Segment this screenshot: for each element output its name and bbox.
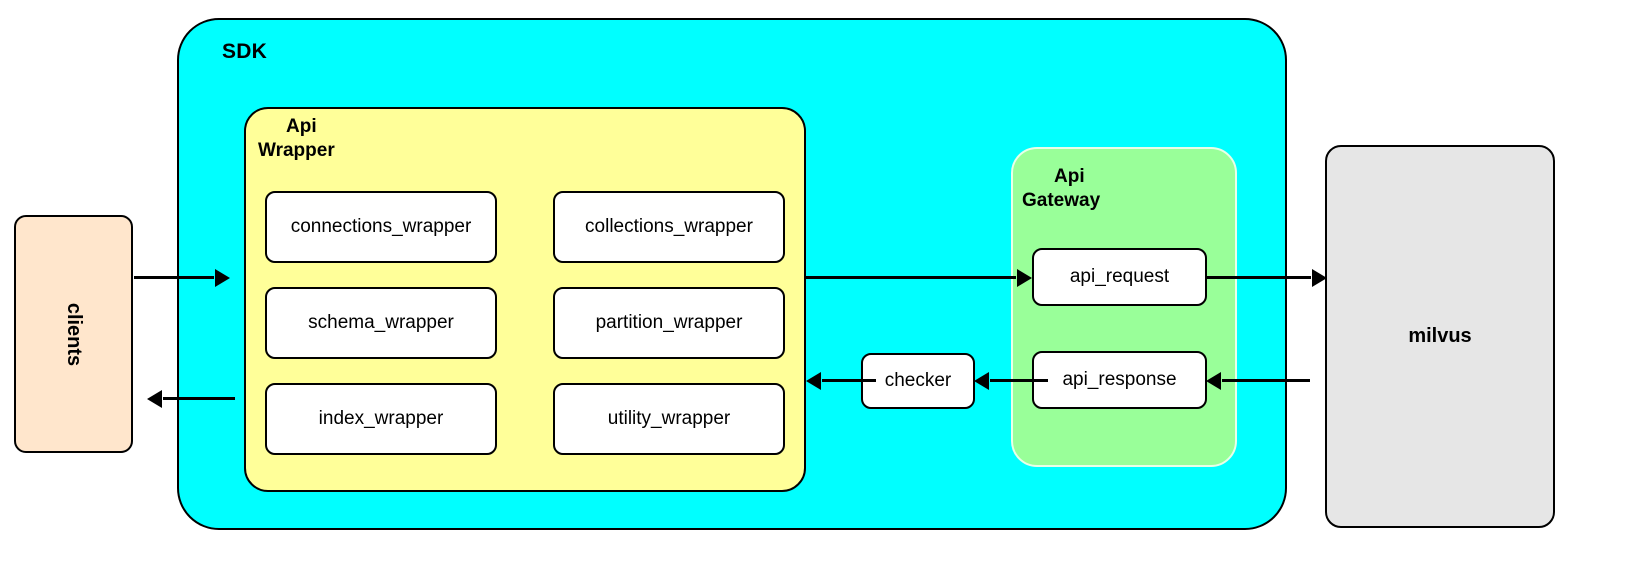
api-gateway-label: Api Gateway xyxy=(1022,165,1222,213)
sdk-label: SDK xyxy=(222,40,267,63)
arrow-sdk-to-clients xyxy=(163,397,235,400)
module-collections-wrapper[interactable]: collections_wrapper xyxy=(553,191,785,263)
clients-label: clients xyxy=(62,302,85,366)
arrow-api-response-to-checker xyxy=(990,379,1048,382)
node-api-response[interactable]: api_response xyxy=(1032,351,1207,409)
module-partition-wrapper[interactable]: partition_wrapper xyxy=(553,287,785,359)
arrow-clients-to-sdk xyxy=(134,276,214,279)
node-api-request[interactable]: api_request xyxy=(1032,248,1207,306)
arrow-api-wrapper-to-api-gateway xyxy=(806,276,1016,279)
arrow-api-request-to-milvus xyxy=(1207,276,1311,279)
clients-box[interactable]: clients xyxy=(14,215,133,453)
module-index-wrapper[interactable]: index_wrapper xyxy=(265,383,497,455)
arrow-checker-to-api-wrapper xyxy=(822,379,876,382)
arrow-milvus-to-api-response xyxy=(1222,379,1310,382)
api-wrapper-label-line1: Api xyxy=(286,116,317,137)
module-schema-wrapper[interactable]: schema_wrapper xyxy=(265,287,497,359)
api-wrapper-label-line2: Wrapper xyxy=(258,139,335,161)
api-gateway-container xyxy=(1011,147,1237,467)
module-utility-wrapper[interactable]: utility_wrapper xyxy=(553,383,785,455)
api-wrapper-label: Api Wrapper xyxy=(258,115,458,163)
api-gateway-label-line2: Gateway xyxy=(1022,189,1101,211)
api-gateway-label-line1: Api xyxy=(1054,166,1085,187)
module-connections-wrapper[interactable]: connections_wrapper xyxy=(265,191,497,263)
checker-node[interactable]: checker xyxy=(861,353,975,409)
milvus-box[interactable]: milvus xyxy=(1325,145,1555,528)
